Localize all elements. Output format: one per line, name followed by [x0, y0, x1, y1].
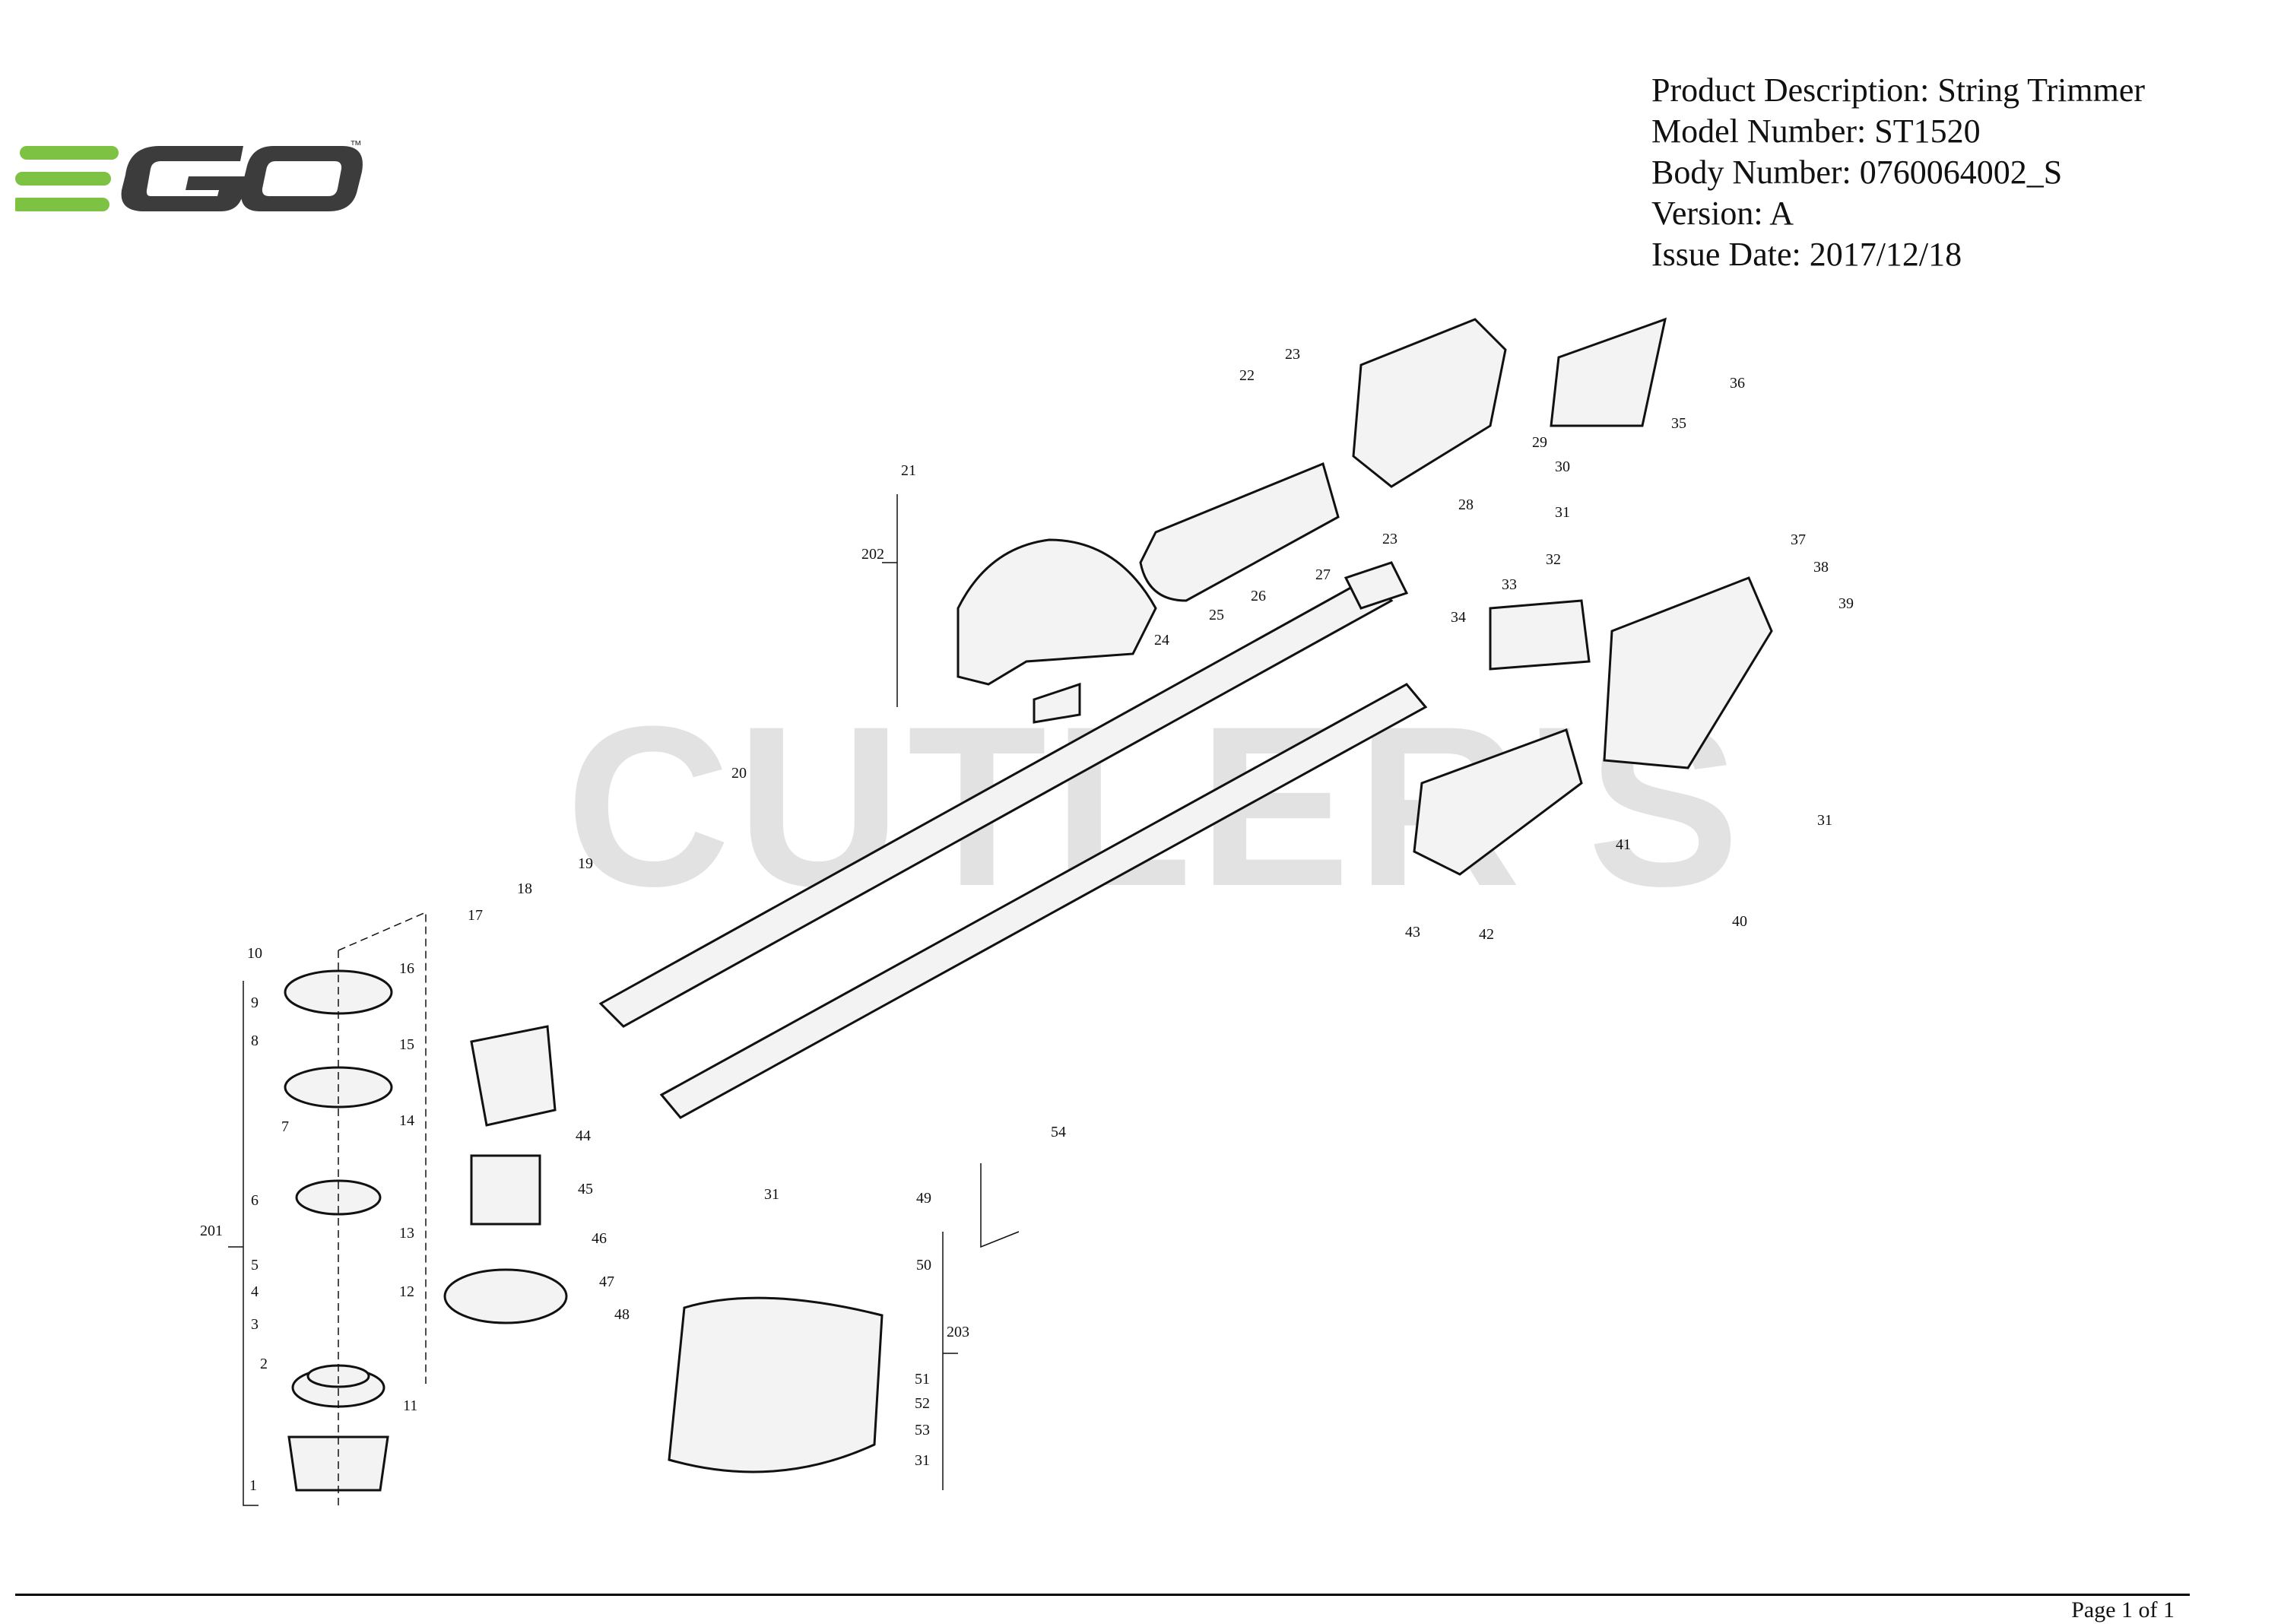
logo-trademark: ™ — [350, 139, 362, 152]
page-number: Page 1 of 1 — [2071, 1597, 2175, 1622]
callout-32: 32 — [1546, 551, 1561, 568]
callout-28: 28 — [1458, 496, 1474, 513]
callout-4: 4 — [251, 1283, 259, 1300]
logo-e-mark — [15, 146, 119, 211]
callout-10: 10 — [247, 945, 262, 962]
callout-22: 22 — [1239, 367, 1255, 384]
callout-33: 33 — [1502, 576, 1517, 593]
callout-31b: 31 — [1817, 812, 1832, 829]
callout-54: 54 — [1051, 1124, 1066, 1140]
callout-13: 13 — [399, 1225, 414, 1242]
callout-26: 26 — [1251, 588, 1266, 604]
callout-48: 48 — [614, 1306, 630, 1323]
callout-14: 14 — [399, 1112, 414, 1129]
shaft-assembly — [598, 561, 1428, 1119]
callout-31a: 31 — [1555, 504, 1570, 521]
callout-35: 35 — [1671, 415, 1686, 432]
callout-7: 7 — [281, 1118, 289, 1135]
callout-25: 25 — [1209, 607, 1224, 623]
version: Version: A — [1651, 195, 1794, 232]
callout-45: 45 — [578, 1181, 593, 1197]
callout-40: 40 — [1732, 913, 1747, 930]
callout-3: 3 — [251, 1316, 259, 1333]
callout-23a: 23 — [1285, 346, 1300, 363]
callout-44: 44 — [576, 1128, 591, 1144]
callout-31c: 31 — [764, 1186, 779, 1203]
logo-g-mark — [121, 146, 246, 211]
callout-18: 18 — [517, 880, 532, 897]
callout-labels: 1 2 3 4 5 6 7 8 9 10 11 12 13 14 15 16 1… — [200, 346, 1854, 1494]
callout-203: 203 — [947, 1324, 969, 1340]
callout-5: 5 — [251, 1257, 259, 1274]
body-number: Body Number: 0760064002_S — [1651, 154, 2063, 191]
callout-31d: 31 — [915, 1452, 930, 1469]
callout-50: 50 — [916, 1257, 931, 1274]
callout-49: 49 — [916, 1190, 931, 1207]
product-description: Product Description: String Trimmer — [1651, 71, 2145, 109]
callout-29: 29 — [1532, 434, 1547, 451]
callout-36: 36 — [1730, 375, 1745, 392]
callout-37: 37 — [1791, 531, 1806, 548]
callout-53: 53 — [915, 1422, 930, 1438]
callout-52: 52 — [915, 1395, 930, 1412]
callout-27: 27 — [1315, 566, 1331, 583]
bracket-202 — [882, 494, 898, 707]
motor-housing — [443, 1025, 568, 1324]
callout-20: 20 — [731, 765, 747, 782]
guard-assembly — [956, 538, 1157, 724]
callout-11: 11 — [403, 1397, 417, 1414]
callout-202: 202 — [861, 546, 884, 563]
callout-38: 38 — [1813, 559, 1829, 576]
callout-51: 51 — [915, 1371, 930, 1388]
bracket-203 — [942, 1232, 958, 1490]
bracket-201 — [228, 981, 259, 1506]
callout-21: 21 — [901, 462, 916, 479]
callout-46: 46 — [592, 1230, 607, 1247]
callout-19: 19 — [578, 855, 593, 872]
callout-201: 201 — [200, 1223, 223, 1239]
logo-o-mark — [241, 146, 363, 211]
callout-24: 24 — [1154, 632, 1169, 649]
callout-30: 30 — [1555, 458, 1570, 475]
callout-43: 43 — [1405, 924, 1420, 940]
callout-47: 47 — [599, 1274, 614, 1290]
issue-date: Issue Date: 2017/12/18 — [1651, 236, 1962, 273]
callout-15: 15 — [399, 1036, 414, 1053]
assembly-dashed-line — [338, 911, 427, 1505]
callout-41: 41 — [1616, 836, 1631, 853]
callout-9: 9 — [251, 994, 259, 1011]
callout-34: 34 — [1451, 609, 1466, 626]
callout-17: 17 — [468, 907, 483, 924]
callout-1: 1 — [249, 1477, 257, 1494]
callout-39: 39 — [1838, 595, 1854, 612]
callout-2: 2 — [260, 1356, 268, 1372]
callout-8: 8 — [251, 1032, 259, 1049]
callout-12: 12 — [399, 1283, 414, 1300]
callout-16: 16 — [399, 960, 414, 977]
product-info: Product Description: String Trimmer Mode… — [1651, 70, 2260, 275]
handle-assembly — [1139, 317, 1773, 876]
callout-23b: 23 — [1382, 531, 1397, 547]
hex-key-54 — [980, 1163, 1020, 1248]
footer-rule — [15, 1594, 2190, 1596]
cutting-guard — [668, 1296, 884, 1473]
ego-logo: ™ — [15, 139, 363, 211]
callout-42: 42 — [1479, 926, 1494, 943]
callout-6: 6 — [251, 1192, 259, 1209]
model-number: Model Number: ST1520 — [1651, 113, 1981, 150]
